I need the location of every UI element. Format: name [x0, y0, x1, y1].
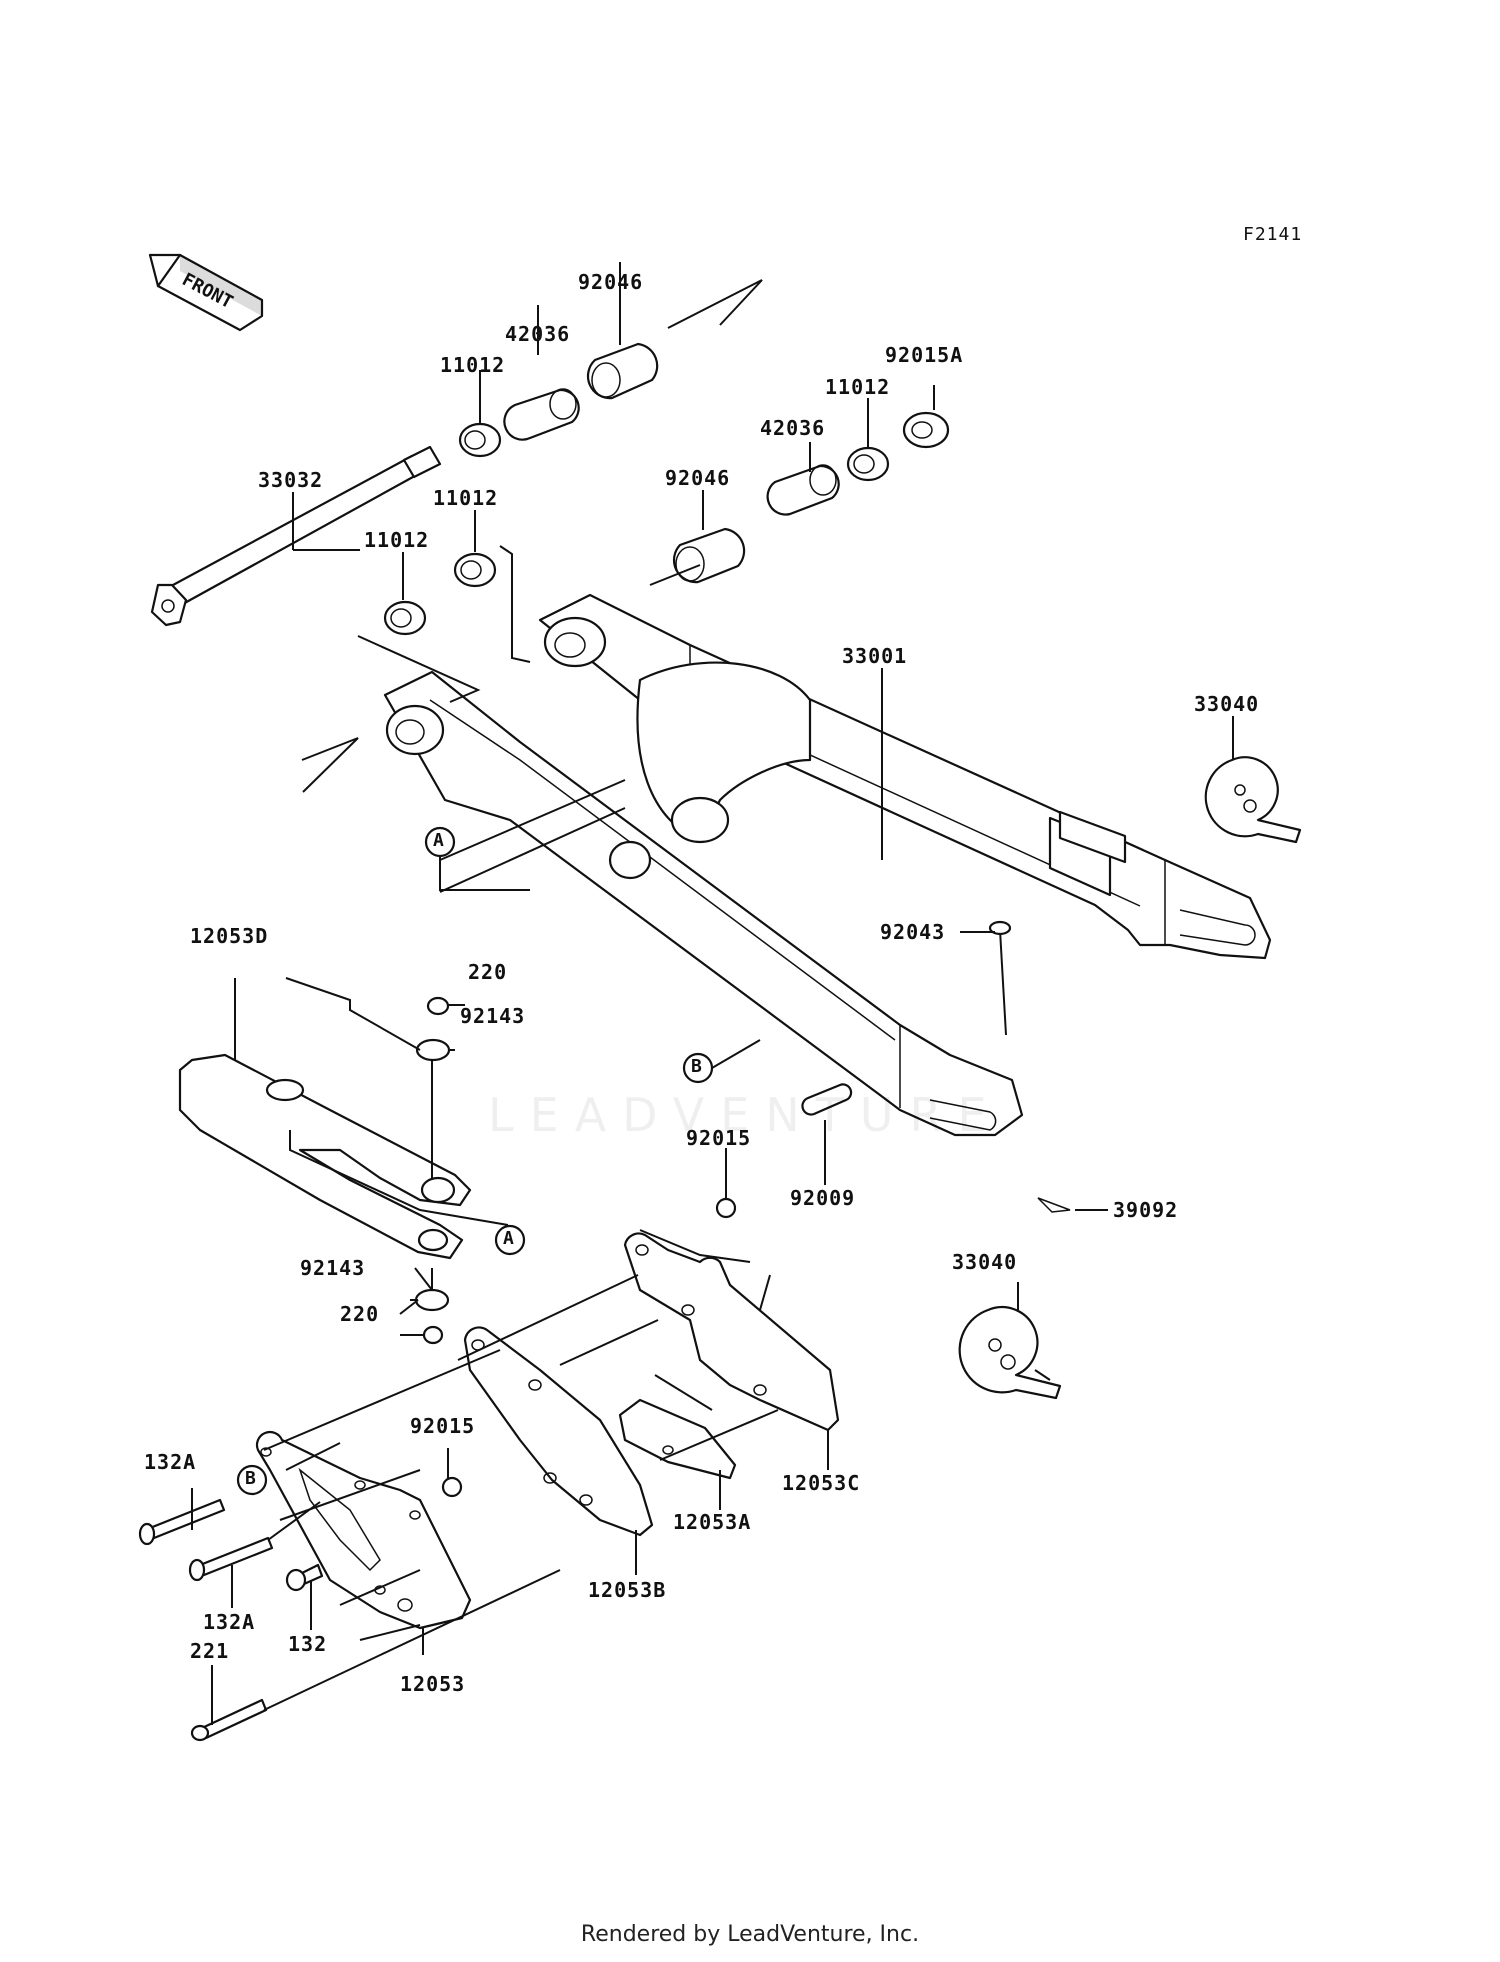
bearing-92046-mid	[672, 527, 746, 584]
callout-33001[interactable]: 33001	[842, 644, 908, 668]
guide-block-12053A	[618, 1398, 737, 1480]
chain-slider-12053D	[178, 1053, 472, 1260]
collar-92143-bottom	[414, 1288, 450, 1312]
footer-credit: Rendered by LeadVenture, Inc.	[580, 1922, 920, 1947]
callout-11012-top[interactable]: 11012	[440, 353, 506, 377]
callout-12053A[interactable]: 12053A	[673, 1510, 752, 1534]
swingarm-33001	[383, 593, 1272, 1137]
chain-adjuster-33040-bottom	[958, 1306, 1062, 1400]
guide-plate-12053	[255, 1430, 472, 1630]
guide-plate-12053C	[623, 1232, 840, 1432]
pivot-shaft	[150, 445, 442, 627]
callout-33040-bottom[interactable]: 33040	[952, 1250, 1018, 1274]
callout-92015-mid[interactable]: 92015	[686, 1126, 752, 1150]
seal-11012-upper	[458, 422, 502, 458]
callout-12053D[interactable]: 12053D	[190, 924, 269, 948]
bolt-132A-bottom	[188, 1536, 274, 1582]
callout-92015A[interactable]: 92015A	[885, 343, 964, 367]
nut-92015-mid	[715, 1197, 737, 1219]
ref-marker-a-lower	[494, 1224, 526, 1256]
clip-39092	[1037, 1197, 1071, 1213]
callout-92046-mid[interactable]: 92046	[665, 466, 731, 490]
callout-42036-right[interactable]: 42036	[760, 416, 826, 440]
callout-220-bottom[interactable]: 220	[340, 1302, 380, 1326]
screw-220-top	[426, 996, 450, 1016]
callout-11012-right[interactable]: 11012	[825, 375, 891, 399]
nut-92015A	[902, 411, 950, 449]
ref-letter-b-lower: B	[245, 1468, 257, 1489]
callout-220-top[interactable]: 220	[468, 960, 508, 984]
callout-92009[interactable]: 92009	[790, 1186, 856, 1210]
seal-11012-left	[383, 600, 427, 636]
callout-42036-top[interactable]: 42036	[505, 322, 571, 346]
callout-221[interactable]: 221	[190, 1639, 230, 1663]
callout-12053C[interactable]: 12053C	[782, 1471, 861, 1495]
screw-220-bottom	[422, 1325, 444, 1345]
ref-marker-b-upper	[682, 1039, 761, 1084]
collar-92143-top	[415, 1038, 451, 1062]
callout-132A-top[interactable]: 132A	[144, 1450, 197, 1474]
callout-33040-top[interactable]: 33040	[1194, 692, 1260, 716]
ref-letter-a-lower: A	[503, 1228, 515, 1249]
bearing-92046-upper	[586, 342, 659, 400]
seal-11012-right	[846, 446, 890, 482]
callout-33032[interactable]: 33032	[258, 468, 324, 492]
figure-code: F2141	[1243, 224, 1303, 245]
ref-marker-b-lower	[236, 1464, 268, 1496]
callout-92043[interactable]: 92043	[880, 920, 946, 944]
callout-11012-left[interactable]: 11012	[364, 528, 430, 552]
bolt-132A-top	[138, 1498, 226, 1546]
nut-92015-low	[441, 1476, 463, 1498]
callout-92046-top[interactable]: 92046	[578, 270, 644, 294]
callout-132[interactable]: 132	[288, 1632, 328, 1656]
screw-221	[190, 1698, 268, 1742]
callout-92015-low[interactable]: 92015	[410, 1414, 476, 1438]
seal-11012-mid	[453, 552, 497, 588]
watermark: LEADVENTURE	[488, 1088, 1003, 1142]
ref-letter-a-upper: A	[433, 830, 445, 851]
callout-11012-mid[interactable]: 11012	[433, 486, 499, 510]
ref-marker-a-upper	[424, 826, 530, 891]
callout-39092[interactable]: 39092	[1113, 1198, 1179, 1222]
callout-92143-bottom[interactable]: 92143	[300, 1256, 366, 1280]
callout-12053B[interactable]: 12053B	[588, 1578, 667, 1602]
chain-adjuster-33040-top	[1204, 756, 1302, 844]
bolt-132	[285, 1563, 324, 1592]
callout-92143-top[interactable]: 92143	[460, 1004, 526, 1028]
callout-132A-bottom[interactable]: 132A	[203, 1610, 256, 1634]
ref-letter-b-upper: B	[691, 1056, 703, 1077]
collar-42036-right	[766, 464, 840, 516]
callout-12053[interactable]: 12053	[400, 1672, 466, 1696]
front-arrow-icon: FRONT	[148, 253, 264, 332]
collar-42036-upper	[503, 388, 580, 441]
leader-lines	[191, 262, 1234, 1725]
